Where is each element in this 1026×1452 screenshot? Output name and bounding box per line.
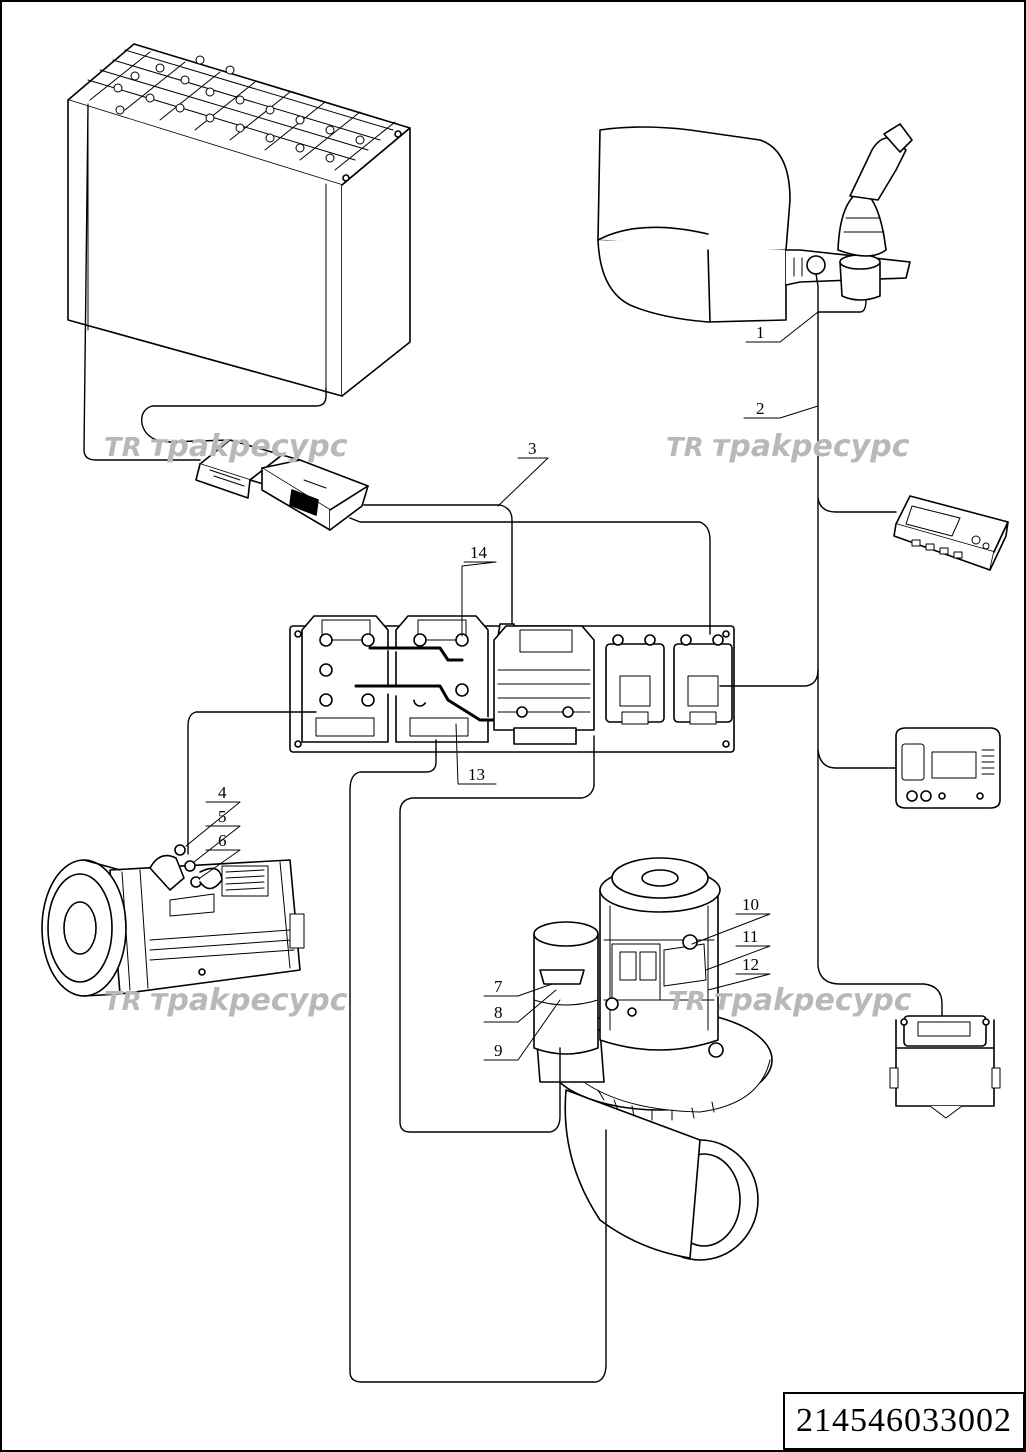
watermark-text: трakресурс: [150, 429, 348, 464]
watermark-text: трakресурс: [150, 983, 348, 1018]
callout-13: 13: [468, 765, 485, 784]
watermark-logo: TR: [668, 987, 706, 1017]
callout-11: 11: [742, 927, 758, 946]
callout-6: 6: [218, 831, 227, 850]
pump-motor: [41, 844, 305, 997]
watermark-text: трakресурс: [712, 429, 910, 464]
callout-12: 12: [742, 955, 759, 974]
callout-8: 8: [494, 1003, 503, 1022]
display-panel: [893, 495, 1009, 571]
watermark-logo: TR: [104, 433, 142, 463]
callout-1: 1: [756, 323, 765, 342]
callout-9: 9: [494, 1041, 503, 1060]
callout-5: 5: [218, 807, 227, 826]
callout-4: 4: [218, 783, 227, 802]
battery-connector: [195, 439, 369, 531]
battery-pack: [67, 43, 411, 397]
callout-labels: 1 2 3 4 5 6 7 8 9 10 11 12 13 14: [218, 323, 765, 1060]
callout-10: 10: [742, 895, 759, 914]
control-module: [895, 727, 1001, 809]
callout-2: 2: [756, 399, 765, 418]
callout-3: 3: [528, 439, 537, 458]
watermark-logo: TR: [104, 987, 142, 1017]
watermarks: TR трakресурс TR трakресурс TR трakресур…: [104, 429, 912, 1018]
operator-console: [597, 123, 913, 323]
leader-lines: [185, 311, 819, 1061]
callout-14: 14: [470, 543, 488, 562]
callout-7: 7: [494, 977, 503, 996]
part-number-box: 214546033002: [783, 1392, 1025, 1450]
watermark-logo: TR: [666, 433, 704, 463]
ecu-module: [889, 1015, 1001, 1119]
wiring-harness: [83, 105, 943, 1383]
part-number: 214546033002: [796, 1402, 1012, 1439]
drive-unit: [533, 857, 773, 1261]
watermark-text: трakресурс: [714, 983, 912, 1018]
controller-panel: [289, 615, 735, 753]
